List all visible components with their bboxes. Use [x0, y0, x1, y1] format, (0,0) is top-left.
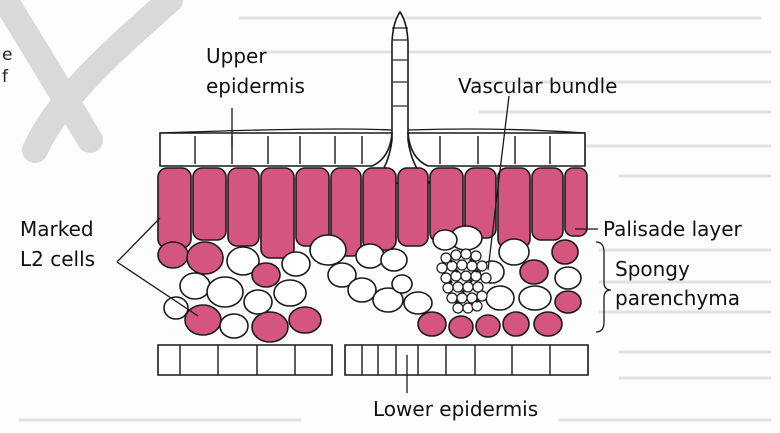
watermark-x-mark [5, 0, 170, 150]
label-marked-l2-line1: Marked [20, 217, 94, 241]
spongy-parenchyma [158, 226, 581, 342]
label-palisade-layer: Palisade layer [603, 217, 743, 241]
vascular-bundle [437, 249, 491, 313]
edge-text-fragment-2: f [2, 67, 9, 87]
label-marked-l2-line2: L2 cells [20, 247, 95, 271]
edge-text-fragment-1: e [2, 45, 12, 65]
label-spongy-line2: parenchyma [615, 286, 740, 310]
lower-epidermis [158, 345, 588, 375]
upper-epidermis [160, 129, 585, 166]
label-lower-epidermis: Lower epidermis [373, 397, 538, 421]
label-spongy-line1: Spongy [615, 257, 690, 281]
label-upper-epidermis-line2: epidermis [206, 74, 305, 98]
label-vascular-bundle: Vascular bundle [458, 74, 617, 98]
label-upper-epidermis-line1: Upper [206, 44, 267, 68]
